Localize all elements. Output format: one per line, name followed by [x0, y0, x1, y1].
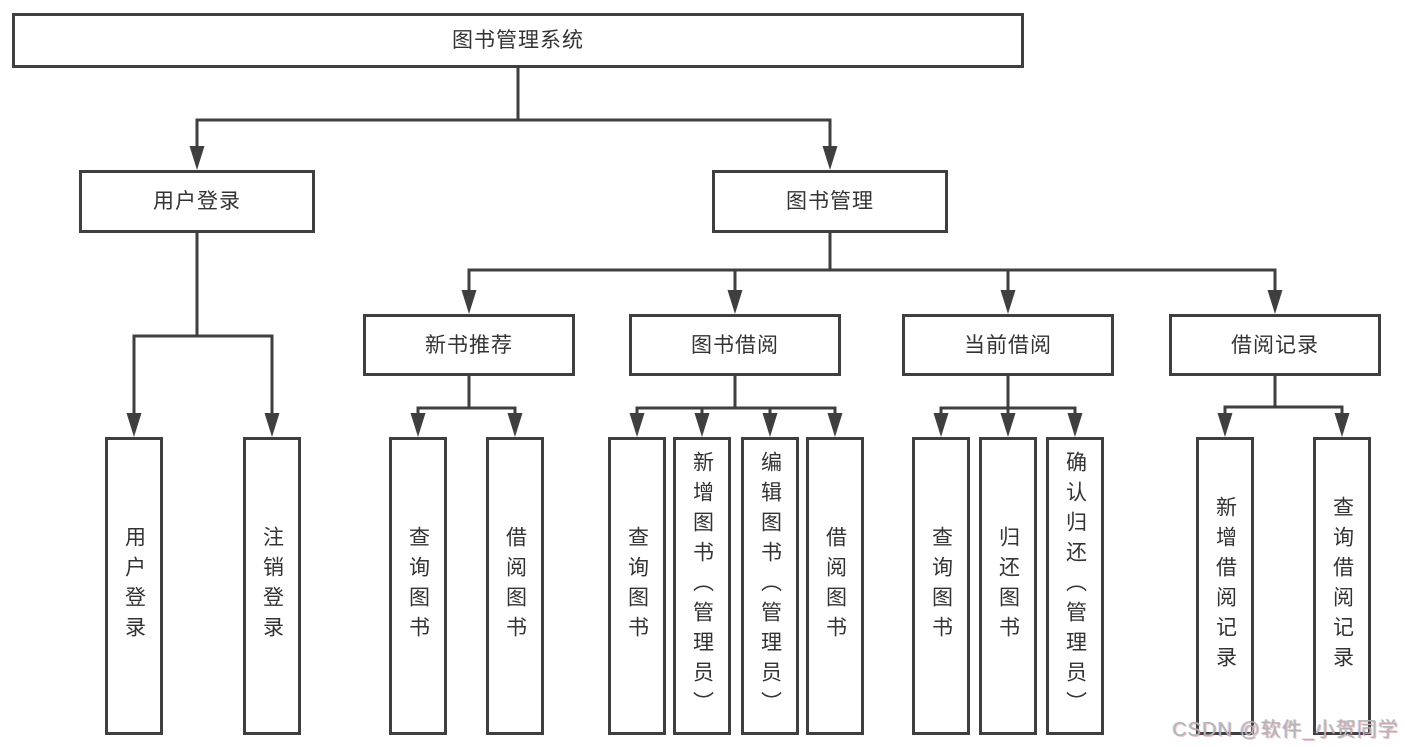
- leaf-borrow-query-book: 查询图书: [608, 437, 666, 735]
- edges-borrow-records-to-leaves: [1223, 376, 1344, 421]
- arrowheads: [126, 146, 1350, 437]
- node-user-login: 用户登录: [79, 170, 315, 233]
- csdn-watermark: CSDN @软件_小贺同学: [1172, 719, 1399, 741]
- node-book-management: 图书管理: [712, 170, 948, 233]
- leaf-recommend-borrow-book: 借阅图书: [486, 437, 544, 735]
- leaf-logout: 注销登录: [243, 437, 301, 735]
- edges-root-to-level2: [195, 68, 832, 154]
- leaf-return-book: 归还图书: [979, 437, 1037, 735]
- node-current-borrow: 当前借阅: [902, 314, 1114, 376]
- edges-book-borrow-to-leaves: [635, 376, 837, 421]
- leaf-current-query-book: 查询图书: [912, 437, 970, 735]
- leaf-confirm-return-admin: 确认归还（管理员）: [1046, 437, 1104, 735]
- leaf-recommend-query-book: 查询图书: [389, 437, 447, 735]
- leaf-user-login: 用户登录: [105, 437, 163, 735]
- leaf-query-borrow-record: 查询借阅记录: [1313, 437, 1371, 735]
- leaf-edit-book-admin: 编辑图书（管理员）: [741, 437, 799, 735]
- node-borrow-records: 借阅记录: [1169, 314, 1381, 376]
- node-book-borrow: 图书借阅: [629, 314, 841, 376]
- edges-book-management-to-level3: [467, 233, 1277, 298]
- edges-user-login-to-leaves: [132, 233, 274, 421]
- leaf-add-borrow-record: 新增借阅记录: [1196, 437, 1254, 735]
- leaf-borrow-book: 借阅图书: [806, 437, 864, 735]
- node-library-management-system: 图书管理系统: [12, 13, 1024, 68]
- node-new-book-recommend: 新书推荐: [363, 314, 575, 376]
- edges-new-book-recommend-to-leaves: [416, 376, 517, 421]
- leaf-add-book-admin: 新增图书（管理员）: [673, 437, 731, 735]
